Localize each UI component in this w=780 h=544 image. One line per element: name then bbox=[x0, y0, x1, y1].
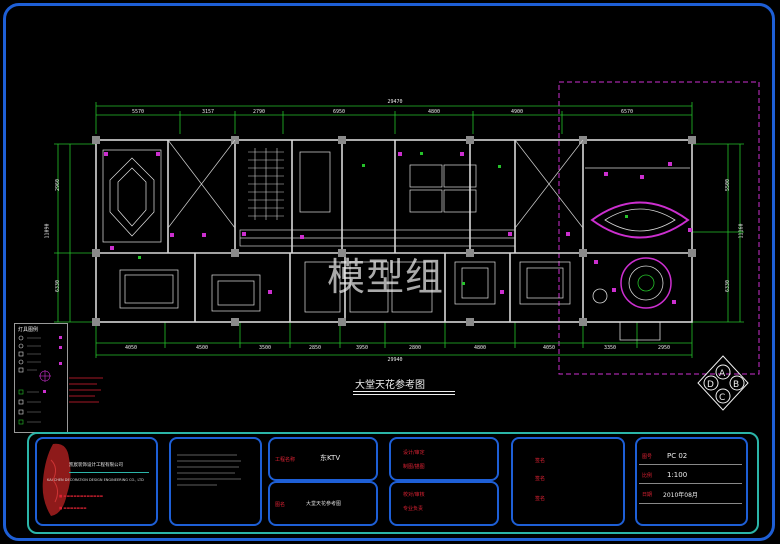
company-name-cn: 凯宸装饰设计工程有限公司 bbox=[69, 463, 123, 468]
dimension-lines-sides bbox=[54, 143, 744, 323]
approve-label: 专业负责 bbox=[403, 506, 424, 512]
tb-company-box: 凯宸装饰设计工程有限公司 KAI CHEN DECORATION DESIGN … bbox=[35, 437, 158, 526]
dim-bottom-7: 4800 bbox=[473, 345, 487, 351]
dimension-lines-top bbox=[95, 102, 693, 134]
company-divider bbox=[69, 472, 149, 473]
title-underline-2 bbox=[353, 394, 455, 395]
drawing-name-value: 大堂天花参考图 bbox=[306, 501, 342, 507]
corridor-band bbox=[239, 229, 516, 247]
lobby-feature bbox=[585, 167, 690, 341]
plan-title: 大堂天花参考图 bbox=[355, 380, 425, 391]
legend-title: 灯具图例 bbox=[18, 327, 39, 333]
dim-bottom-2: 4500 bbox=[195, 345, 209, 351]
info-divider-3 bbox=[639, 503, 742, 504]
dim-right-2: 11160 bbox=[738, 223, 745, 239]
tb-drawing-name-box: 图名 大堂天花参考图 bbox=[268, 481, 378, 526]
company-phone: ■ ▬▬▬▬▬▬▬ bbox=[59, 506, 87, 510]
info-divider-2 bbox=[639, 483, 742, 484]
company-name-en: KAI CHEN DECORATION DESIGN ENGINEERING C… bbox=[47, 478, 144, 482]
dim-top-5: 4800 bbox=[427, 109, 441, 115]
project-value: 东KTV bbox=[320, 454, 341, 462]
dim-top-4: 6950 bbox=[332, 109, 346, 115]
dim-bottom-overall: 29940 bbox=[387, 357, 403, 363]
dim-top-1: 5570 bbox=[131, 109, 145, 115]
compass-letter-c: C bbox=[719, 393, 725, 403]
sign-label-1: 签名 bbox=[535, 458, 546, 464]
dim-bottom-10: 2950 bbox=[657, 345, 671, 351]
company-logo-icon bbox=[42, 443, 71, 516]
ceiling-grids bbox=[119, 151, 571, 313]
tb-check-box: 校对/审核 专业负责 bbox=[389, 481, 499, 526]
title-underline bbox=[353, 391, 455, 392]
date-label: 日期 bbox=[642, 492, 653, 498]
legend-symbols bbox=[18, 335, 62, 425]
green-fixtures bbox=[138, 152, 628, 285]
viewport-boundary bbox=[558, 81, 760, 375]
ceiling-room-left bbox=[102, 149, 162, 243]
scale-value: 1:100 bbox=[667, 471, 688, 479]
notes-text-lines bbox=[177, 454, 241, 486]
drawing-name-label: 图名 bbox=[275, 502, 286, 508]
dim-bottom-3: 3500 bbox=[258, 345, 272, 351]
dim-top-7: 6570 bbox=[620, 109, 634, 115]
red-notes bbox=[69, 377, 103, 403]
light-fixtures bbox=[104, 152, 692, 304]
dim-top-2: 3157 bbox=[201, 109, 215, 115]
dim-bottom-5: 3950 bbox=[355, 345, 369, 351]
dim-top-overall: 29470 bbox=[387, 99, 403, 105]
sign-label-3: 签名 bbox=[535, 496, 546, 502]
tb-design-box: 设计/审定 制图/描图 bbox=[389, 437, 499, 481]
design-label: 设计/审定 bbox=[403, 450, 425, 456]
drawing-no-label: 图号 bbox=[642, 454, 653, 460]
dim-right-1: 5500 bbox=[725, 178, 732, 192]
void-crosses bbox=[167, 139, 584, 229]
scale-label: 比例 bbox=[642, 473, 653, 479]
legend-panel: 灯具图例 bbox=[14, 323, 68, 433]
dim-left-1: 2960 bbox=[55, 178, 62, 192]
tb-sign-box: 签名 签名 签名 bbox=[511, 437, 625, 526]
compass-letter-d: D bbox=[707, 380, 714, 390]
sheet-frame bbox=[3, 3, 775, 541]
compass-letter-b: B bbox=[733, 380, 739, 390]
draw-label: 制图/描图 bbox=[403, 464, 425, 470]
tb-project-box: 工程名称 东KTV bbox=[268, 437, 378, 481]
compass-letter-a: A bbox=[719, 369, 726, 379]
dim-left-2: 11090 bbox=[44, 223, 51, 239]
dim-bottom-9: 3350 bbox=[603, 345, 617, 351]
ceiling-slats bbox=[248, 148, 284, 220]
dim-bottom-6: 2800 bbox=[408, 345, 422, 351]
sign-label-2: 签名 bbox=[535, 476, 546, 482]
watermark: 模型组 bbox=[327, 255, 445, 299]
date-value: 2010年08月 bbox=[663, 492, 698, 499]
dim-bottom-1: 4050 bbox=[124, 345, 138, 351]
walls bbox=[95, 139, 693, 323]
section-compass bbox=[697, 355, 749, 411]
check-label: 校对/审核 bbox=[403, 492, 425, 498]
dimension-lines-bottom bbox=[95, 322, 693, 358]
tb-info-box: 图号 PC 02 比例 1:100 日期 2010年08月 bbox=[635, 437, 748, 526]
project-label: 工程名称 bbox=[275, 457, 296, 463]
tb-notes-box bbox=[169, 437, 262, 526]
dim-left-3: 6330 bbox=[55, 279, 62, 293]
dim-top-6: 4900 bbox=[510, 109, 524, 115]
dim-top-3: 2790 bbox=[252, 109, 266, 115]
info-divider-1 bbox=[639, 464, 742, 465]
dim-bottom-8: 4050 bbox=[542, 345, 556, 351]
title-block bbox=[27, 432, 759, 534]
dim-right-3: 6330 bbox=[725, 279, 732, 293]
dim-bottom-4: 2850 bbox=[308, 345, 322, 351]
drawing-no-value: PC 02 bbox=[667, 452, 688, 460]
company-address: ■ ▬▬▬▬▬▬▬▬▬▬▬▬ bbox=[59, 494, 104, 498]
